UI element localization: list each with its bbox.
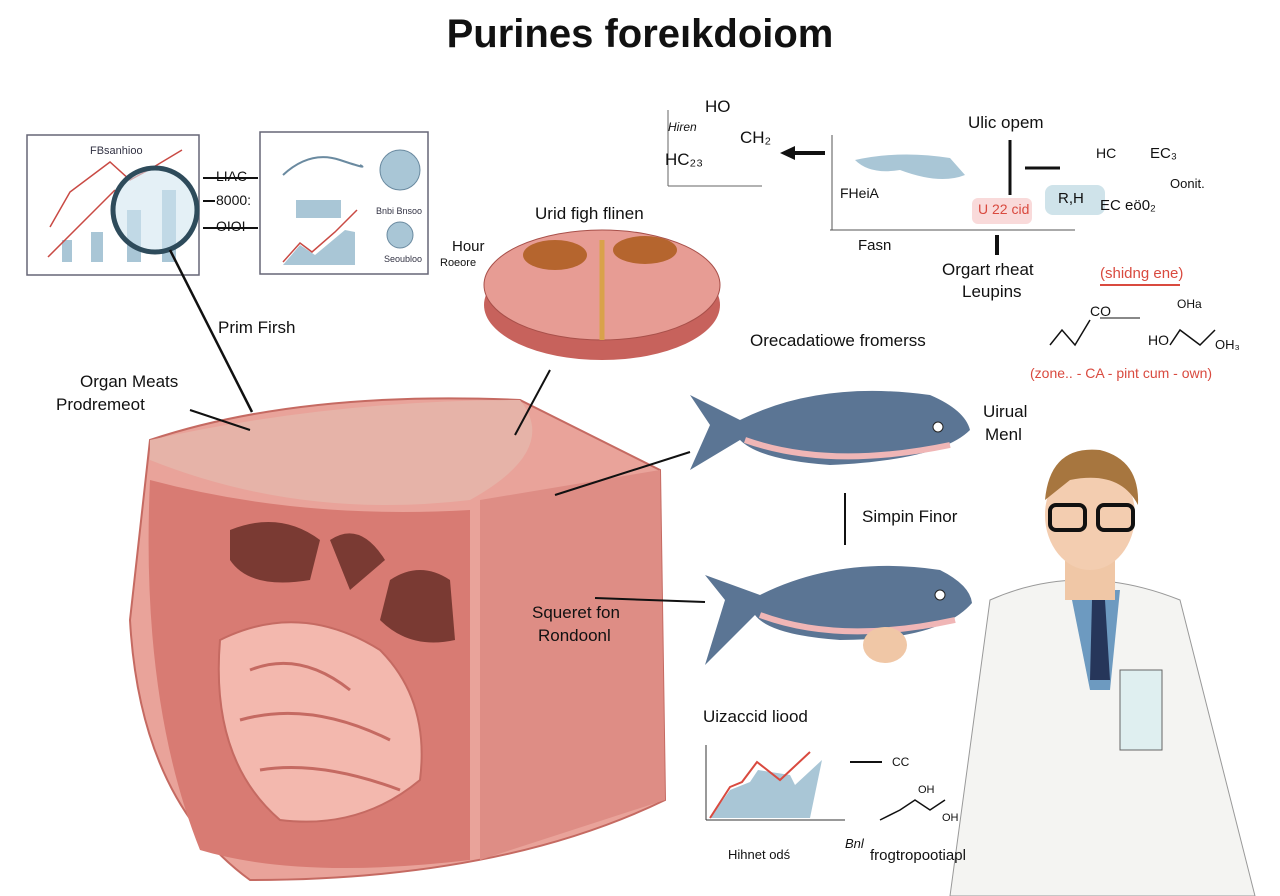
bottom-chart-oh2: OH: [942, 812, 959, 824]
magnifier-icon: [110, 165, 200, 255]
chem-orgart: Orgart rheat: [942, 260, 1034, 279]
chem-hc23: HC₂₃: [665, 150, 704, 169]
chem-leupins: Leupins: [962, 282, 1022, 301]
right-panel-label-1: Bnbi Bnsoo: [376, 206, 423, 216]
label-uirual: Uirual: [983, 402, 1028, 421]
page-title: Purines foreıkdoiom: [446, 12, 834, 56]
organ-meat-block: [128, 397, 667, 882]
label-menl: Menl: [985, 425, 1022, 444]
chem-shidng: (shidng ene): [1100, 265, 1184, 282]
label-hour: Hour: [452, 238, 485, 255]
label-urid-figh: Urid figh flinen: [535, 204, 644, 223]
glasses-icon: [1048, 503, 1087, 532]
chem-ho2: HO: [1148, 332, 1169, 348]
label-roeore: Roeore: [440, 257, 477, 269]
bottom-molecule-label: frogtropootiapl: [870, 847, 966, 864]
bottom-chart-side: Bnl: [845, 836, 864, 851]
bottom-chart-title: Uizaccid liood: [703, 707, 808, 726]
chem-oh3: OH₃: [1215, 337, 1240, 352]
fish-top: [690, 390, 970, 470]
clipboard-icon: [1119, 669, 1163, 751]
left-chart-panel: [26, 134, 254, 413]
chart-label-3: OIOI: [216, 218, 246, 234]
meat-slice: [483, 229, 721, 360]
chem-oha: OHa: [1177, 297, 1202, 311]
chem-ulic-opem: Ulic opem: [968, 113, 1044, 132]
chem-hc: HC: [1096, 145, 1117, 161]
left-chart-title: FBsanhioo: [90, 145, 143, 157]
chem-hiren: Hiren: [668, 120, 697, 134]
arrows: [189, 369, 846, 603]
chem-ec3: EC₃: [1150, 145, 1177, 162]
chem-u22cid: U 22 cid: [978, 201, 1030, 217]
chem-co: CO: [1090, 303, 1111, 319]
label-orecadatiowe: Orecadatiowe fromerss: [750, 331, 926, 350]
bottom-chart-cc: CC: [892, 755, 910, 769]
uric-acid-chart: [705, 745, 946, 821]
chem-oonit: Oonit.: [1170, 176, 1205, 191]
pie-icon: [379, 149, 421, 191]
label-squeret: Squeret fon: [532, 603, 620, 622]
fish-bottom: [705, 565, 972, 665]
label-prim-firsh: Prim Firsh: [218, 318, 296, 337]
chem-ec: EC eö0₂: [1100, 197, 1156, 214]
chem-rh: R,H: [1058, 190, 1084, 207]
label-organ-meats: Organ Meats: [80, 372, 179, 391]
label-simpin: Simpin Finor: [862, 507, 958, 526]
label-rondoonl: Rondoonl: [538, 626, 611, 645]
chart-label-2: 8000:: [216, 192, 252, 208]
chem-footer: (zone.. - CA - pint cum - own): [1030, 365, 1213, 381]
bottom-chart-oh1: OH: [918, 784, 935, 796]
chem-ho: HO: [705, 97, 731, 116]
chemistry-diagram: [667, 110, 1216, 347]
label-organ-meats-2: Prodremeot: [56, 395, 145, 414]
chem-fasn: Fasn: [858, 237, 892, 254]
right-chart-panel: [203, 131, 429, 275]
chem-ch2: CH₂: [740, 128, 772, 147]
chem-fheia: FHeiA: [840, 185, 879, 201]
bottom-chart-xlabel: Hihnet odś: [728, 847, 791, 862]
chart-label-1: LIAC: [216, 168, 248, 184]
right-panel-label-2: Seoubloo: [384, 254, 423, 264]
scientist: [863, 449, 1256, 896]
